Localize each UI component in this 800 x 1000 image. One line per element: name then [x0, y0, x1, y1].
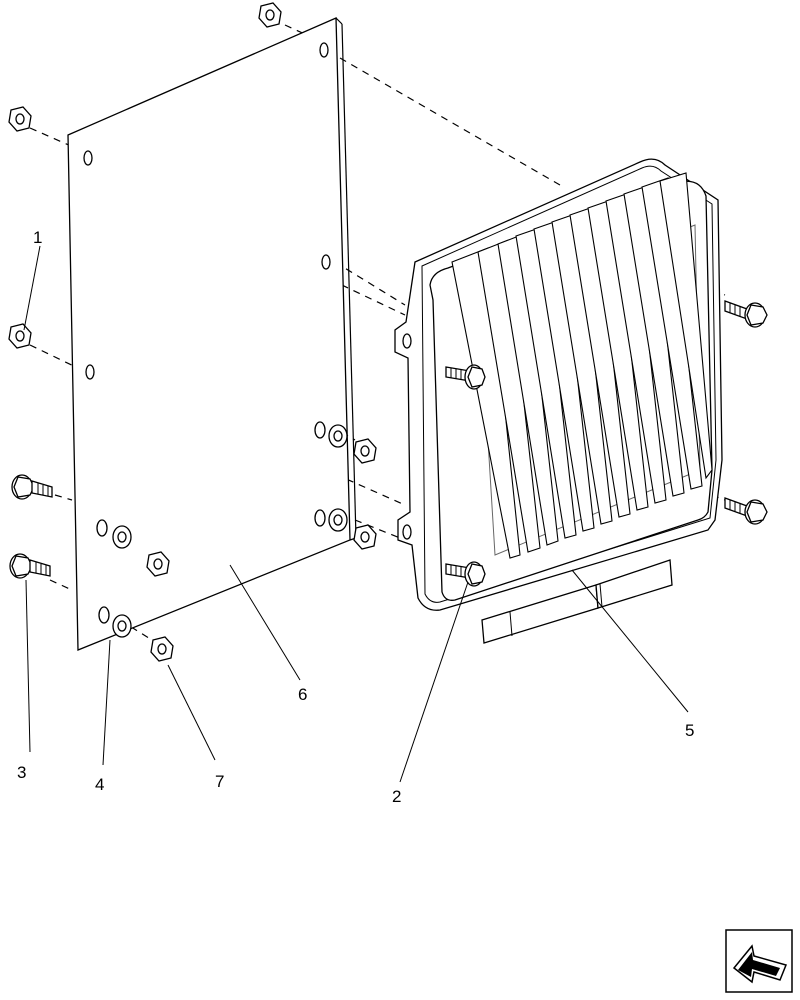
module-connectors — [481, 559, 673, 644]
callout-3: 3 — [17, 763, 26, 782]
cooling-fins — [451, 172, 713, 559]
callout-7: 7 — [215, 772, 224, 791]
callout-2: 2 — [392, 787, 401, 806]
previous-page-arrow-icon[interactable] — [725, 929, 793, 993]
callout-1: 1 — [33, 228, 42, 247]
lock-washers — [112, 424, 348, 638]
module-bolts — [445, 364, 486, 587]
leader-lines — [23, 245, 689, 783]
callout-6: 6 — [298, 685, 307, 704]
flange-bolts-right — [724, 300, 768, 525]
callout-4: 4 — [95, 775, 104, 794]
callout-numbers: 1 3 4 7 6 2 5 — [17, 228, 694, 806]
mounting-plate — [67, 17, 357, 651]
flange-bolts-left — [9, 474, 53, 579]
hex-nuts — [8, 2, 377, 662]
callout-5: 5 — [685, 721, 694, 740]
